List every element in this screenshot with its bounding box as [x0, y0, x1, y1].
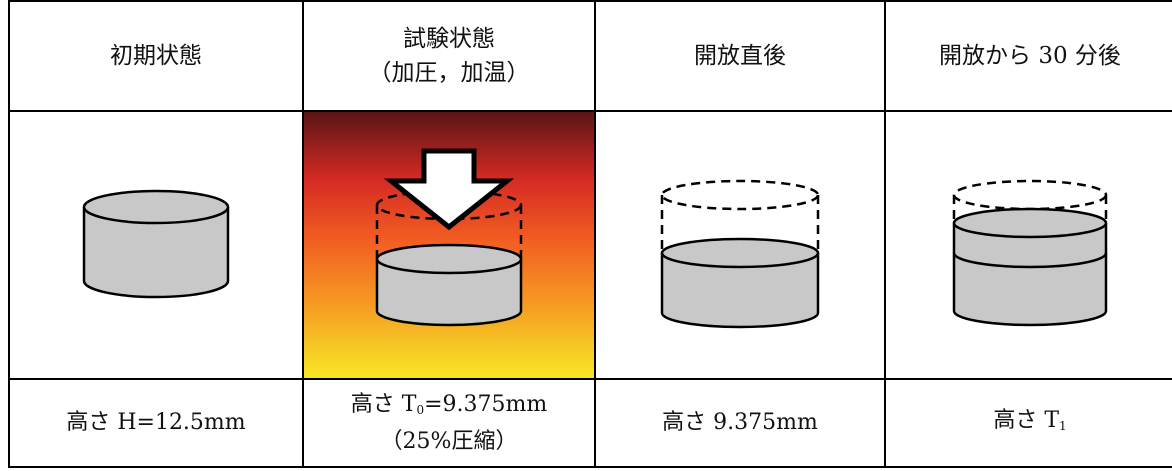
compressed-cylinder — [375, 243, 523, 327]
test-state-table: 初期状態 試験状態 （加圧，加温） 開放直後 開放から 30 分後 — [8, 0, 1172, 468]
header-row: 初期状態 試験状態 （加圧，加温） 開放直後 開放から 30 分後 — [8, 0, 1172, 112]
figure-30min-after — [884, 110, 1172, 380]
recovered-cylinder-figure — [952, 179, 1108, 327]
caption-30min-height: 高さ T1 — [993, 407, 1067, 433]
compression-arrow-icon — [383, 148, 515, 231]
caption-initial-height: 高さ H=12.5mm — [66, 410, 246, 435]
figure-initial — [8, 110, 304, 380]
initial-cylinder-figure — [82, 189, 230, 299]
header-30min-after: 開放から 30 分後 — [884, 0, 1172, 112]
recovered-cylinder — [952, 207, 1108, 327]
header-after-release: 開放直後 — [594, 0, 886, 112]
original-height-outline — [660, 179, 820, 253]
figure-row — [8, 110, 1172, 380]
header-initial-label: 初期状態 — [110, 43, 202, 69]
figure-test-state — [302, 110, 596, 380]
caption-test-height: 高さ T0=9.375mm — [350, 391, 548, 417]
figure-after-release — [594, 110, 886, 380]
initial-cylinder — [82, 189, 230, 299]
header-release-label: 開放直後 — [694, 43, 786, 69]
caption-row: 高さ H=12.5mm 高さ T0=9.375mm （25%圧縮） 高さ 9.3… — [8, 378, 1172, 468]
caption-test-compression: （25%圧縮） — [380, 428, 518, 454]
released-cylinder — [660, 237, 820, 329]
caption-test-state: 高さ T0=9.375mm （25%圧縮） — [302, 378, 596, 468]
caption-initial: 高さ H=12.5mm — [8, 378, 304, 468]
caption-30min-after: 高さ T1 — [884, 378, 1172, 468]
header-test-label: 試験状態 — [403, 26, 495, 52]
header-test-condition: （加圧，加温） — [368, 60, 530, 86]
header-30min-label: 開放から 30 分後 — [939, 43, 1121, 69]
caption-release-height: 高さ 9.375mm — [662, 410, 818, 435]
release-cylinder-figure — [660, 179, 820, 329]
header-initial-state: 初期状態 — [8, 0, 304, 112]
header-test-state: 試験状態 （加圧，加温） — [302, 0, 596, 112]
caption-after-release: 高さ 9.375mm — [594, 378, 886, 468]
test-cylinder-figure — [375, 148, 523, 327]
